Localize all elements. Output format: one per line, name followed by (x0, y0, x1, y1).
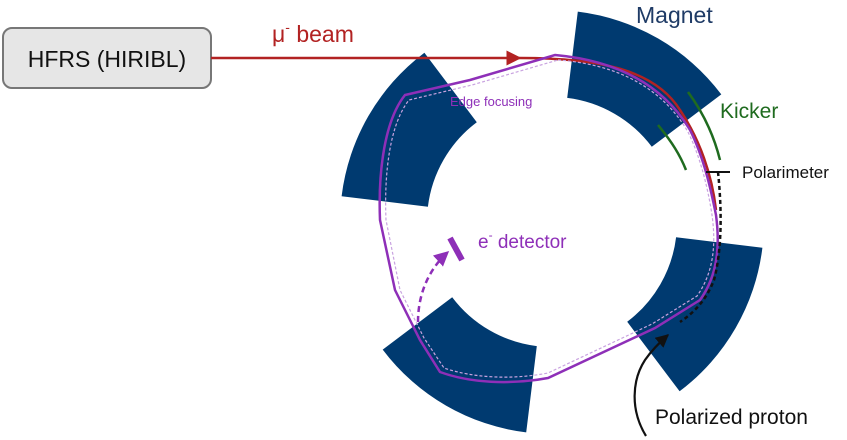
polarized-proton-label: Polarized proton (655, 406, 808, 429)
kicker (657, 91, 722, 171)
kicker-plate-inner (657, 124, 688, 171)
magnet-top-left (341, 52, 477, 207)
proton-arrow (633, 334, 669, 437)
detector-plate (447, 236, 465, 262)
orbit-oscillation (385, 59, 715, 378)
magnet-bottom-right (627, 237, 763, 392)
edge-focusing-label: Edge focusing (450, 94, 532, 109)
muon-beam (211, 50, 718, 211)
source-box-label: HFRS (HIRIBL) (28, 46, 186, 72)
polarimeter (679, 171, 730, 324)
magnet-label: Magnet (636, 2, 713, 28)
detector-label: e- detector (478, 228, 567, 253)
kicker-plate-outer (686, 91, 722, 161)
decay-electron-arrow (416, 250, 450, 323)
source-box: HFRS (HIRIBL) (2, 27, 212, 89)
electron-detector (416, 236, 465, 323)
magnet-sectors (341, 11, 763, 433)
polarimeter-label: Polarimeter (742, 163, 829, 182)
kicker-label: Kicker (720, 100, 778, 123)
beam-injection-path (519, 56, 718, 211)
magnet-bottom-left (382, 297, 537, 433)
polarimeter-path (679, 171, 722, 324)
orbit-path (378, 53, 719, 384)
beam-label: μ- beam (272, 19, 354, 47)
orbit (378, 53, 719, 384)
